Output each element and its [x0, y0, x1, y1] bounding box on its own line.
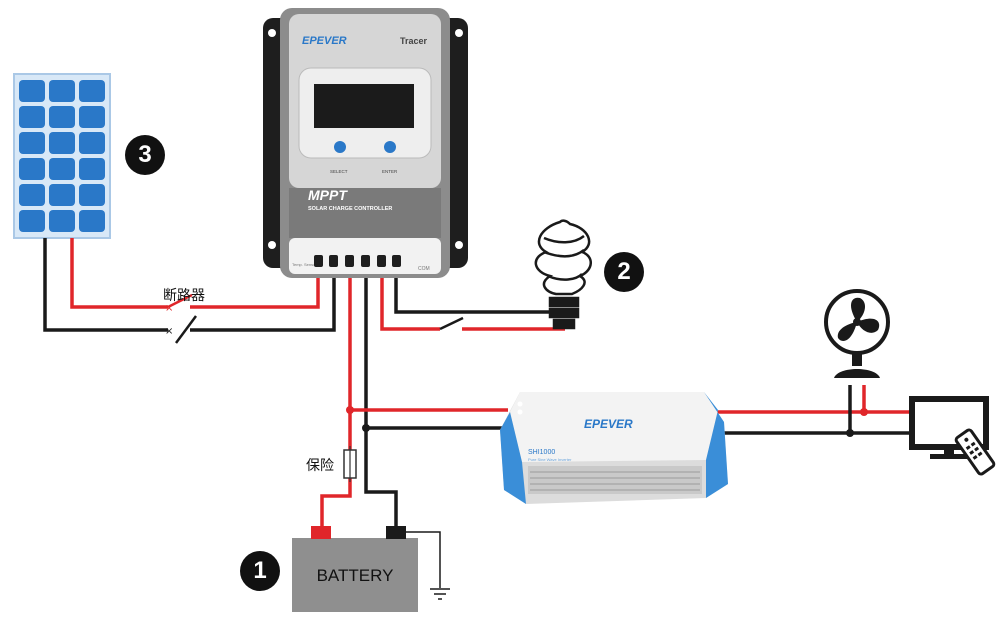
- controller-brand: EPEVER: [302, 35, 347, 47]
- solar-cell: [79, 184, 105, 206]
- ground-icon: [430, 588, 450, 600]
- svg-text:×: ×: [165, 326, 173, 337]
- battery-icon: [292, 526, 418, 612]
- com-label: COM: [418, 266, 430, 272]
- fan-icon: [824, 289, 890, 378]
- remote-control-icon: [954, 428, 996, 476]
- solar-cell: [49, 80, 75, 102]
- solar-cell: [19, 210, 45, 232]
- light-bulb-icon: [534, 219, 592, 330]
- solar-cell: [79, 106, 105, 128]
- solar-cell: [49, 210, 75, 232]
- load-number-marker: 2: [604, 252, 644, 292]
- battery-label: BATTERY: [316, 566, 394, 585]
- panel-number-marker: 3: [125, 135, 165, 175]
- solar-cell: [79, 158, 105, 180]
- controller-series: Tracer: [400, 36, 428, 46]
- inverter-icon: EPEVER SHI1000 Pure Sine Wave Inverter: [500, 392, 728, 504]
- select-label: SELECT: [330, 169, 348, 174]
- breaker-label: 断路器: [163, 288, 205, 304]
- inverter-model: SHI1000: [528, 449, 555, 456]
- controller-subtitle: SOLAR CHARGE CONTROLLER: [308, 206, 392, 212]
- solar-cell: [19, 132, 45, 154]
- solar-cell: [79, 132, 105, 154]
- solar-cell: [49, 184, 75, 206]
- fuse-icon: [343, 446, 357, 482]
- svg-text:×: ×: [165, 303, 173, 314]
- battery-wires: [320, 278, 508, 588]
- inverter-subtitle: Pure Sine Wave Inverter: [528, 457, 572, 462]
- solar-panel-icon: [13, 73, 111, 239]
- solar-cell: [19, 80, 45, 102]
- solar-cell: [49, 106, 75, 128]
- controller-title: MPPT: [308, 187, 348, 203]
- solar-cell: [79, 210, 105, 232]
- temp-sensor-label: Temp. Sensor: [292, 262, 317, 267]
- enter-label: ENTER: [382, 169, 398, 174]
- load-wires: [380, 278, 565, 331]
- fuse-label: 保险: [306, 458, 334, 474]
- battery-number-marker: 1: [240, 551, 280, 591]
- inverter-brand: EPEVER: [584, 417, 633, 431]
- pv-wires: [43, 238, 336, 332]
- breaker-icon: × ×: [165, 293, 198, 344]
- solar-cell: [49, 132, 75, 154]
- solar-cell: [49, 158, 75, 180]
- solar-cell: [19, 106, 45, 128]
- charge-controller-icon: EPEVER Tracer SELECT ENTER MPPT SOLAR CH…: [263, 8, 468, 278]
- solar-cell: [19, 158, 45, 180]
- solar-cell: [79, 80, 105, 102]
- solar-cell: [19, 184, 45, 206]
- ac-wires: [716, 385, 912, 435]
